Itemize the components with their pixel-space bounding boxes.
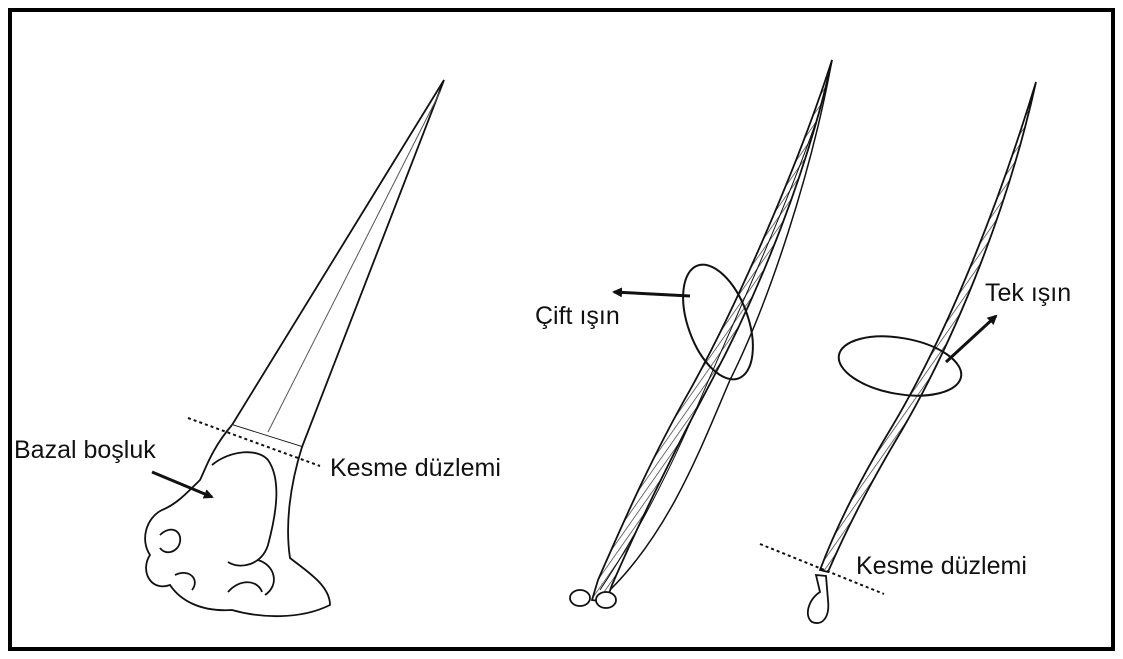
spine-left: [145, 80, 444, 616]
spine-right: [808, 82, 1036, 623]
label-tek-isin: Tek ışın: [985, 281, 1071, 306]
label-kesme-duzlemi-left: Kesme düzlemi: [330, 456, 501, 481]
spine-middle: [570, 60, 832, 608]
label-kesme-duzlemi-right: Kesme düzlemi: [856, 554, 1027, 579]
label-bazal-bosluk: Bazal boşluk: [14, 438, 156, 463]
arrow-cift-isin: [614, 292, 690, 296]
label-cift-isin: Çift ışın: [535, 304, 620, 329]
